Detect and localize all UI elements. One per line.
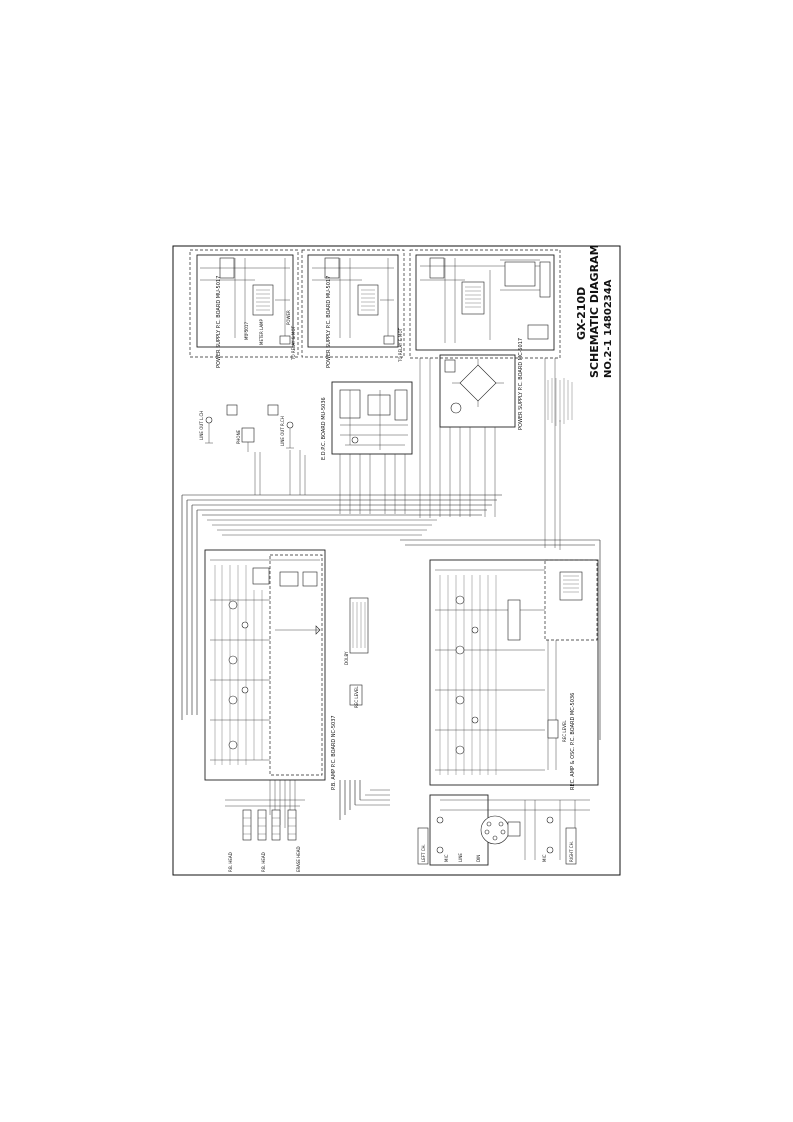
rec-amp-board (429, 559, 599, 786)
to-relay-mid: TO RELAY & MOT (398, 327, 403, 363)
phone-jack (241, 427, 255, 452)
ps-top-label: POWER SUPPLY P.C. BOARD MU-5017 (216, 276, 222, 368)
to-relay-top: TO RELAY & MOT (291, 325, 296, 361)
line-out-r-jack (286, 421, 294, 449)
rec-level-l-control (349, 684, 363, 706)
notes-block (547, 378, 573, 426)
dolby-switch (349, 597, 369, 654)
interconnect-wiring (181, 358, 601, 832)
model-number: GX-210D (575, 287, 588, 340)
left-ch-label: LEFT CH. (421, 844, 426, 862)
rec-level-r-control (547, 719, 559, 739)
edc-board (331, 381, 413, 455)
ps-mid-label: POWER SUPPLY P.C. BOARD MU-5017 (326, 276, 332, 368)
mic-r-label: MIC (542, 854, 547, 862)
meter-right (267, 404, 279, 416)
power-supply-board-bridge (439, 354, 516, 428)
head-connectors (242, 809, 297, 841)
line-label: LINE (458, 853, 463, 862)
dolby-label: DOLBY (344, 651, 349, 665)
input-section (429, 794, 590, 866)
diagram-title: SCHEMATIC DIAGRAM (588, 244, 601, 378)
edc-label: E.D.P.C. BOARD MU-5036 (321, 397, 327, 460)
document-number: NO.2-1 1480234A (603, 279, 614, 378)
phone-label: PHONE (236, 429, 241, 444)
power-supply-board-mid (301, 249, 405, 358)
pb-amp-board (204, 549, 326, 781)
right-ch-tag (565, 827, 577, 865)
power-label: POWER (286, 310, 291, 325)
sheet-frame (172, 245, 621, 876)
pb-head-l-label: P.B. HEAD (228, 852, 233, 872)
line-out-l-label: LINE OUT L.CH (199, 411, 204, 440)
meter-lamp-label: METER LAMP (259, 318, 264, 345)
left-ch-tag (417, 827, 429, 865)
rec-level-l-label: REC LEVEL (354, 686, 359, 708)
erase-head-label: ERASE HEAD (296, 846, 301, 872)
title-block: GX-210D SCHEMATIC DIAGRAM NO.2-1 1480234… (575, 244, 614, 378)
line-out-l-jack (205, 416, 213, 444)
power-supply-board-right (409, 249, 561, 359)
line-out-r-label: LINE OUT R.CH (280, 416, 285, 446)
pb-amp-label: P.B. AMP P.C. BOARD NC-5037 (331, 715, 337, 790)
meter-left (226, 404, 238, 416)
right-ch-label: RIGHT CH. (569, 841, 574, 862)
rec-level-r-label: REC LEVEL (562, 720, 567, 742)
rec-amp-label: REC. AMP & OSC. P.C. BOARD MC-5036 (570, 693, 576, 790)
din-label: DIN (476, 855, 481, 862)
pb-head-r-label: P.B. HEAD (261, 852, 266, 872)
svg-text:MU-5017: MU-5017 (244, 322, 249, 340)
mic-l-label: MIC (444, 854, 449, 862)
power-supply-board-top: MU-5017 (189, 249, 299, 358)
ps-bridge-label: POWER SUPPLY P.C. BOARD MC-5017 (518, 338, 524, 430)
